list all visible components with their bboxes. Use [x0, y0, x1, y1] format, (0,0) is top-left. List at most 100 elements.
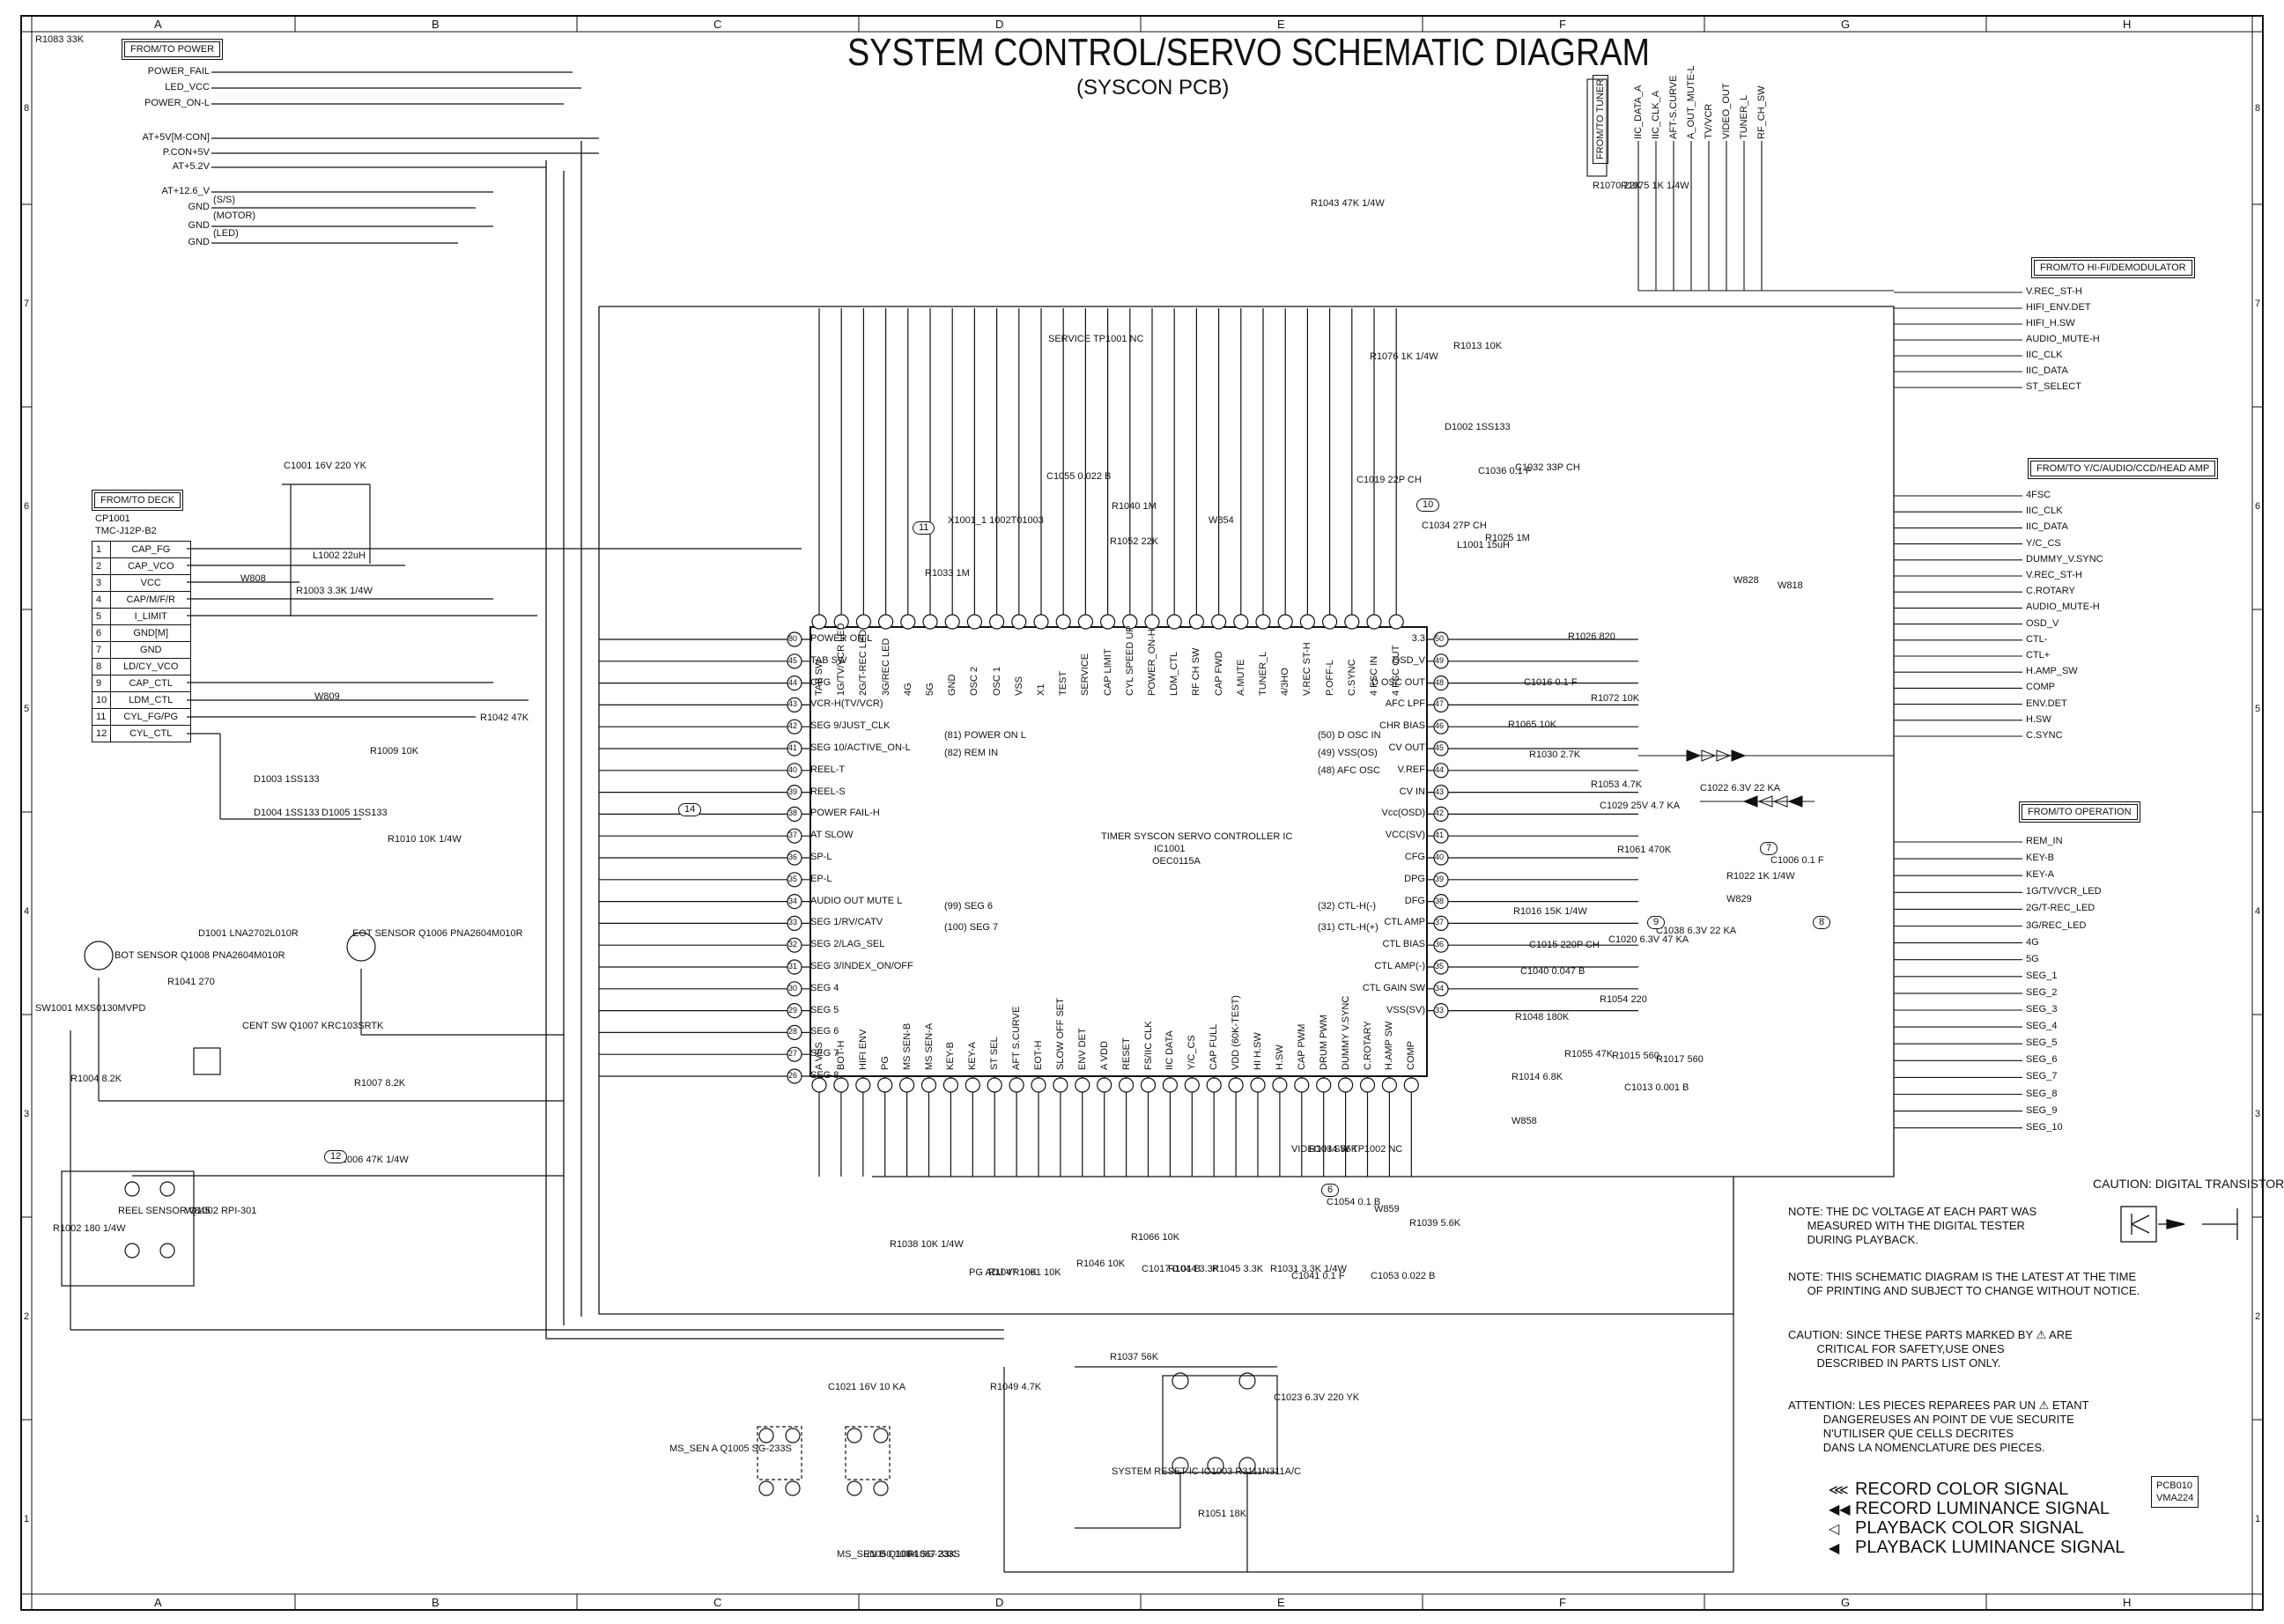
ic-top-pin-label: X1	[1036, 683, 1046, 696]
power-note: (S/S)	[213, 195, 236, 205]
yc-signal-label: CTL-	[2026, 633, 2048, 645]
ic-pin-label: SEG 1/RV/CATV	[810, 917, 883, 928]
deck-type: TMC-J12P-B2	[95, 526, 157, 536]
component-label: C1053 0.022 B	[1371, 1271, 1436, 1281]
deck-pin-name: CAP_FG	[110, 541, 192, 558]
note-dc-voltage: NOTE: THE DC VOLTAGE AT EACH PART WAS ME…	[1788, 1205, 2037, 1246]
ic-pin-number: 37	[1435, 918, 1445, 927]
component-label: L1001 15uH	[1457, 540, 1510, 550]
yc-signal-label: OSD_V	[2026, 617, 2059, 629]
component-label: PG ADJ VR1001 10K	[969, 1267, 1061, 1278]
component-label: R1026 820	[1568, 631, 1615, 642]
power-signal-label: POWER_ON-L	[144, 98, 210, 108]
ic-pin-label: EP-L	[810, 873, 832, 884]
ic-pin-number: 33	[788, 918, 798, 927]
ic-pin-label: AT SLOW	[810, 830, 854, 841]
component-label: R1037 56K	[1110, 1352, 1159, 1362]
component-label: C1021 16V 10 KA	[828, 1382, 906, 1392]
ic-inner-label: (31) CTL-H(+)	[1318, 922, 1379, 933]
operation-signal-label: SEG_3	[2026, 1004, 2058, 1015]
deck-pin-name: I_LIMIT	[110, 608, 192, 625]
ic-pin-label: SP-L	[810, 852, 832, 862]
ic-pin-number: 36	[1435, 940, 1445, 949]
ic-pin-number: 41	[1435, 830, 1445, 840]
grid-row-label: 7	[24, 299, 30, 309]
component-label: C1015 220P CH	[1529, 940, 1600, 950]
tuner-signal-label: A_OUT_MUTE-L	[1686, 65, 1696, 139]
component-label: R1055 47K	[1564, 1049, 1614, 1059]
pcb-code: PCB010	[2156, 1480, 2192, 1491]
component-label: BOT SENSOR Q1008 PNA2604M010R	[115, 950, 285, 961]
component-label: R1075 1K 1/4W	[1621, 181, 1689, 191]
ic-bottom-pin-label: PG	[879, 1056, 891, 1070]
ic-top-pin-label: 2G/T-REC LED	[858, 629, 869, 696]
grid-col-label: D	[995, 1596, 1004, 1609]
ic-name: TIMER SYSCON SERVO CONTROLLER IC	[1101, 831, 1293, 842]
ic-pin-label: AFC LPF	[1385, 698, 1425, 710]
component-label: C1029 25V 4.7 KA	[1600, 801, 1681, 811]
power-signal-label: AT+5V[M-CON]	[142, 132, 210, 143]
grid-col-label: A	[154, 1596, 162, 1609]
ic-pin-label: SEG 7	[810, 1048, 839, 1059]
component-label: C1016 0.1 F	[1524, 677, 1578, 688]
operation-signal-label: 5G	[2026, 953, 2039, 964]
legend-label: RECORD LUMINANCE SIGNAL	[1855, 1499, 2110, 1518]
component-label: R1038 10K 1/4W	[890, 1239, 964, 1250]
component-label: R1044 3.3K	[1168, 1264, 1220, 1274]
component-label: R1050 100	[863, 1549, 911, 1560]
yc-signal-label: IIC_DATA	[2026, 521, 2068, 533]
ic-top-pin-label: CAP LIMIT	[1102, 648, 1113, 696]
ic-top-pin-label: P.OFF-L	[1324, 660, 1335, 696]
grid-row-label: 6	[2255, 501, 2261, 512]
component-label: R1048 180K	[1515, 1012, 1570, 1022]
deck-pin-number: 3	[91, 574, 112, 592]
ic-pin-number: 40	[788, 764, 798, 774]
box-from-hifi: FROM/TO HI-FI/DEMODULATOR	[2031, 257, 2195, 278]
component-label: D1002 1SS133	[1445, 422, 1511, 432]
operation-signal-label: 4G	[2026, 936, 2039, 948]
component-label: W845	[185, 1206, 211, 1216]
legend-glyph-icon: ◀◀	[1829, 1502, 1851, 1517]
grid-col-label: B	[432, 1596, 440, 1609]
grid-col-label: F	[1559, 18, 1566, 31]
deck-pin-number: 12	[91, 725, 112, 742]
deck-pin-name: CAP_CTL	[110, 675, 192, 692]
ic-pin-label: Vcc(OSD)	[1381, 808, 1426, 819]
ic-bottom-pin-label: ENV DET	[1076, 1028, 1088, 1070]
hifi-signal-label: AUDIO_MUTE-H	[2026, 334, 2100, 344]
component-label: C1022 6.3V 22 KA	[1700, 783, 1781, 794]
ic-bottom-pin-label: KEY-A	[967, 1041, 979, 1070]
component-label: D1004 1SS133	[254, 808, 320, 818]
ic-top-pin-label: TEST	[1058, 670, 1069, 696]
ic-pin-label: VCC(SV)	[1385, 830, 1425, 841]
grid-row-label: 7	[2255, 299, 2261, 309]
ic-pin-number: 42	[788, 721, 798, 731]
deck-pin-number: 6	[91, 624, 112, 642]
ic-inner-label: (81) POWER ON L	[944, 730, 1026, 741]
ic-top-pin-label: 3G/REC LED	[880, 638, 891, 696]
component-label: R1052 22K	[1110, 536, 1159, 547]
box-from-deck: FROM/TO DECK	[92, 490, 184, 511]
legend-label: PLAYBACK LUMINANCE SIGNAL	[1855, 1538, 2125, 1557]
yc-signal-label: Y/C_CS	[2026, 537, 2061, 549]
deck-pin-number: 9	[91, 675, 112, 692]
operation-signal-label: 2G/T-REC_LED	[2026, 903, 2096, 914]
ic-pin-label: CV IN	[1399, 786, 1425, 797]
tuner-signal-label: TV/VCR	[1704, 103, 1714, 139]
grid-col-label: C	[713, 18, 722, 31]
deck-pin-name: CYL_FG/PG	[110, 708, 192, 726]
deck-pin-name: GND	[110, 641, 192, 659]
power-signal-label: P.CON+5V	[162, 147, 210, 158]
ic-pin-number: 80	[788, 634, 798, 643]
grid-row-label: 4	[2255, 906, 2261, 917]
ic-top-pin-label: TAB SW	[814, 659, 824, 696]
component-label: C1055 0.022 B	[1046, 471, 1112, 482]
ic-pin-number: 32	[788, 940, 798, 949]
component-label: W859	[1374, 1204, 1400, 1214]
ic-top-pin-label: SERVICE	[1080, 653, 1091, 696]
